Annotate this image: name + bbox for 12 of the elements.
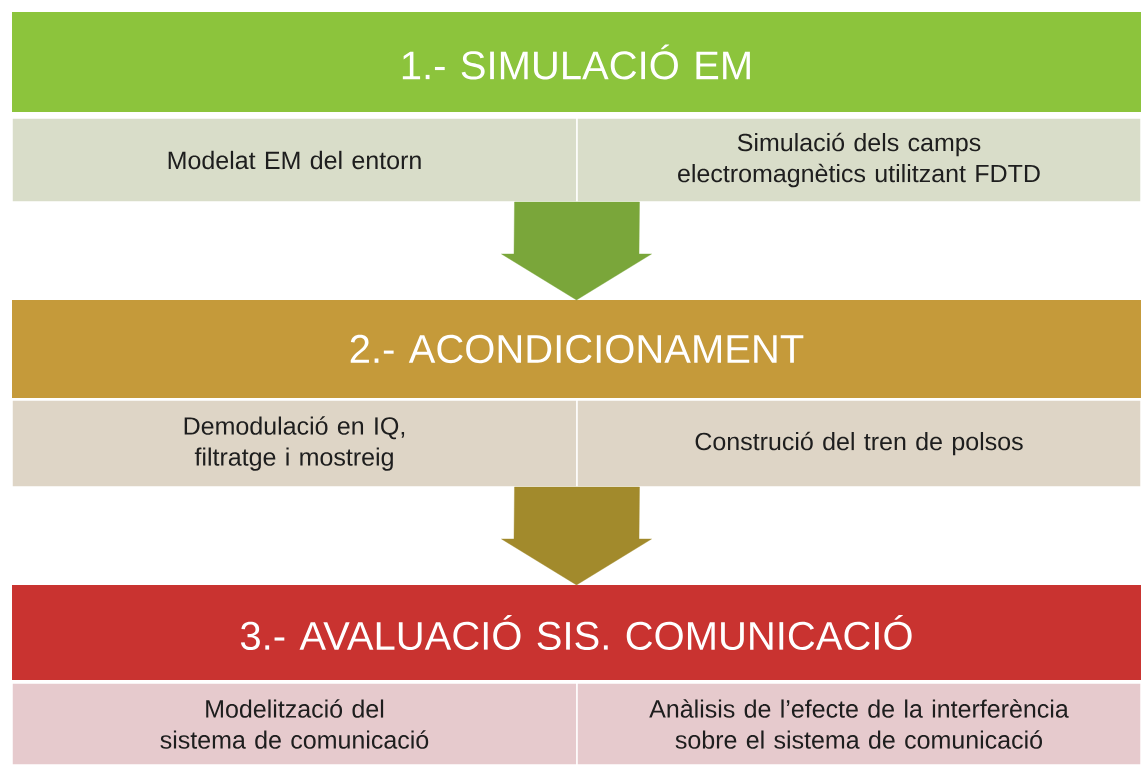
step-box: Simulació dels camps electromagnètics utilitzant FDTD [576, 117, 1141, 203]
step-box: Anàlisis de l’efecte de la interferència sobre el sistema de comunicació [576, 682, 1141, 765]
step-box: Modelització del sistema de comunicació [11, 682, 578, 765]
step-box: Demodulació en IQ, filtratge i mostreig [11, 399, 578, 488]
node-label: Modelització del sistema de comunicació [160, 699, 429, 749]
header-band: 3.- AVALUACIÓ SIS. COMUNICACIÓ [12, 585, 1141, 680]
step-box: Modelat EM del entorn [11, 117, 578, 203]
arrow [501, 201, 652, 301]
header-band: 1.- SIMULACIÓ EM [12, 12, 1141, 112]
step-box: Construció del tren de polsos [576, 399, 1141, 488]
arrow [501, 486, 652, 586]
header-band: 2.- ACONDICIONAMENT [12, 300, 1141, 398]
